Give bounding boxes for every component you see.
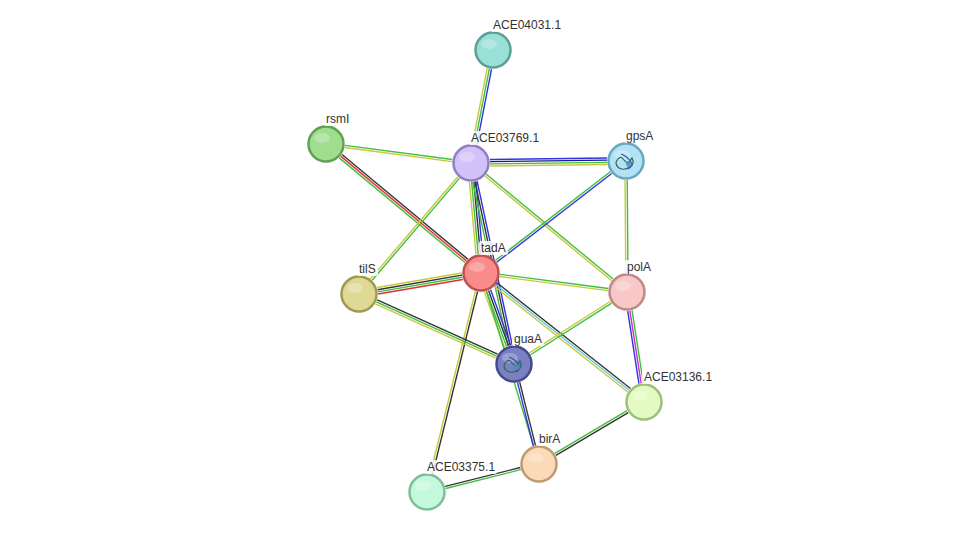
protein-node: ACE03375.1 <box>408 473 446 511</box>
node-circle <box>307 125 345 163</box>
node-circle <box>408 473 446 511</box>
node-label: ACE03136.1 <box>642 370 714 384</box>
association-edge <box>529 301 611 354</box>
protein-node: ACE04031.1 <box>474 31 512 69</box>
association-edge <box>495 172 611 263</box>
protein-node: rsmI <box>307 125 345 163</box>
evidence-line <box>630 311 641 383</box>
node-label: rsmI <box>324 112 351 126</box>
evidence-line <box>490 160 607 162</box>
protein-node: birA <box>520 445 558 483</box>
node-label: birA <box>537 432 562 446</box>
protein-node: polA <box>608 273 646 311</box>
association-edge <box>377 273 463 294</box>
evidence-line <box>372 178 459 280</box>
association-edge <box>371 177 460 281</box>
evidence-line <box>490 158 607 160</box>
node-label: tilS <box>357 262 378 276</box>
evidence-line <box>628 311 639 383</box>
evidence-line <box>556 413 628 456</box>
association-edge <box>490 158 607 166</box>
evidence-line <box>496 285 629 390</box>
evidence-line <box>520 382 536 445</box>
association-edge <box>375 300 497 358</box>
protein-node: tilS <box>340 275 378 313</box>
evidence-line <box>485 176 612 281</box>
node-circle <box>340 275 378 313</box>
evidence-line <box>555 411 627 454</box>
protein-node: ACE03769.1 <box>452 144 490 182</box>
association-edge <box>345 145 453 161</box>
evidence-line <box>497 173 612 262</box>
evidence-line <box>495 287 628 392</box>
node-label: ACE03769.1 <box>469 131 541 145</box>
association-edge <box>487 291 534 446</box>
node-circle <box>452 144 490 182</box>
node-circle <box>495 345 533 383</box>
protein-node: guaA <box>495 345 533 383</box>
evidence-line <box>500 274 608 288</box>
evidence-line <box>495 172 610 261</box>
evidence-line <box>487 291 534 446</box>
node-circle <box>462 254 500 292</box>
evidence-line <box>371 177 458 279</box>
node-label: gpsA <box>624 129 655 143</box>
association-edge <box>339 154 468 262</box>
node-label: polA <box>625 260 653 274</box>
evidence-line <box>377 273 462 288</box>
evidence-line <box>500 277 608 291</box>
evidence-line <box>341 156 467 261</box>
evidence-line <box>531 303 612 355</box>
evidence-line <box>433 292 478 474</box>
evidence-line <box>518 383 534 446</box>
node-circle <box>474 31 512 69</box>
association-edge <box>430 291 477 474</box>
protein-node: gpsA <box>607 142 645 180</box>
protein-node: tadA <box>462 254 500 292</box>
evidence-line <box>490 165 607 167</box>
node-label: ACE04031.1 <box>491 18 563 32</box>
node-label: guaA <box>512 332 544 346</box>
evidence-line <box>339 158 465 263</box>
protein-node: ACE03136.1 <box>625 383 663 421</box>
node-label: ACE03375.1 <box>425 460 497 474</box>
evidence-line <box>375 304 495 358</box>
node-circle <box>520 445 558 483</box>
evidence-line <box>376 302 496 356</box>
evidence-line <box>342 154 468 259</box>
evidence-line <box>489 290 509 345</box>
association-edge <box>500 274 609 290</box>
evidence-line <box>430 291 475 473</box>
node-circle <box>608 273 646 311</box>
node-label: tadA <box>479 241 508 255</box>
evidence-line <box>490 162 607 164</box>
node-circle <box>607 142 645 180</box>
evidence-line <box>486 174 613 279</box>
evidence-line <box>378 275 463 290</box>
association-edge <box>555 411 628 456</box>
evidence-line <box>345 145 452 159</box>
association-edge <box>485 174 613 280</box>
association-edge <box>628 310 644 383</box>
association-edge <box>518 382 536 446</box>
node-circle <box>625 383 663 421</box>
evidence-line <box>377 300 497 354</box>
evidence-line <box>345 148 452 162</box>
